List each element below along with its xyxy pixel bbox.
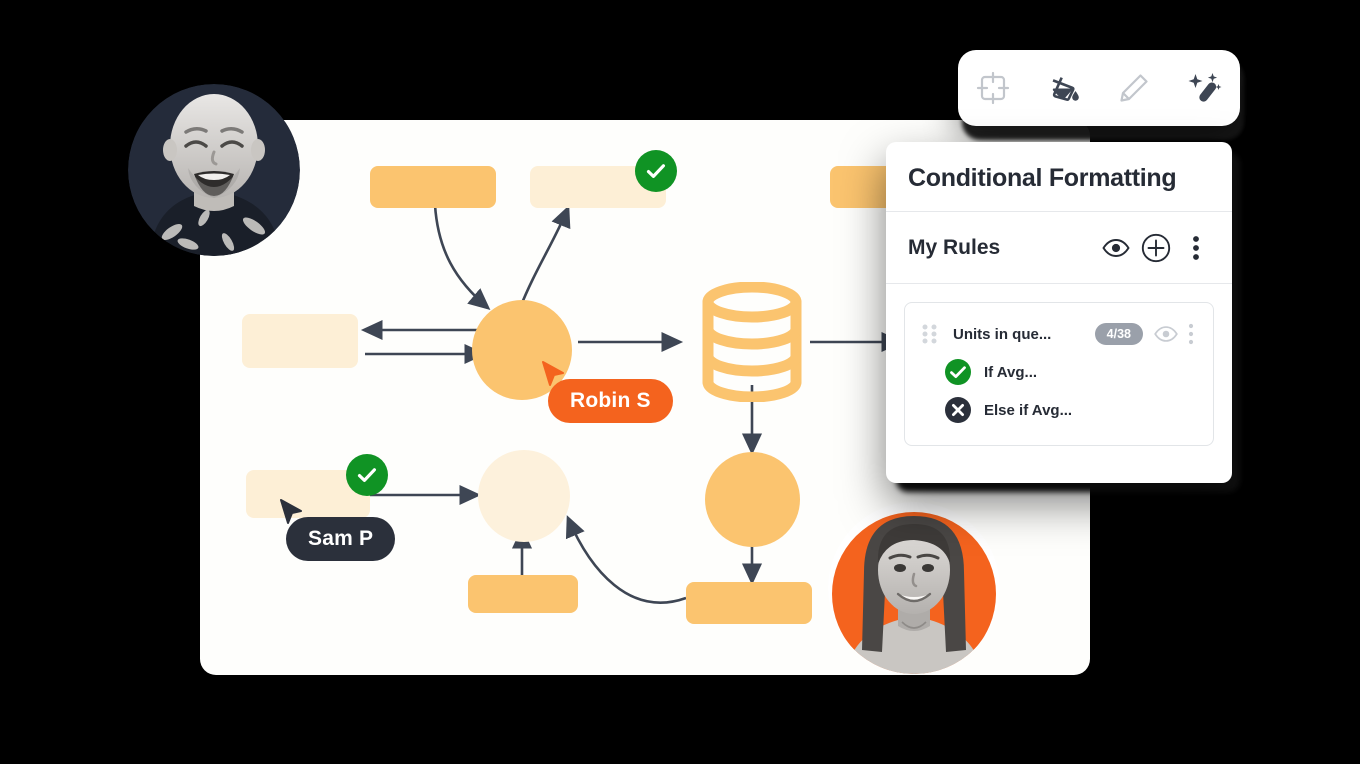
rule-card[interactable]: Units in que... 4/38 [904, 302, 1214, 446]
rule-eye-icon[interactable] [1151, 319, 1181, 349]
approved-badge-top [635, 150, 677, 192]
rule-header-row[interactable]: Units in que... 4/38 [915, 315, 1203, 353]
check-icon [646, 164, 665, 178]
plus-circle-icon[interactable] [1136, 228, 1176, 268]
rule-condition-if[interactable]: If Avg... [915, 353, 1203, 391]
cursor-arrow-icon [542, 361, 564, 386]
node-box-top-left[interactable] [370, 166, 496, 208]
node-box-bottom-left[interactable] [468, 575, 578, 613]
condition-label: If Avg... [984, 363, 1038, 381]
drag-handle-icon[interactable] [917, 323, 943, 345]
avatar-image [828, 502, 1000, 674]
check-icon [357, 468, 376, 482]
conditional-formatting-panel[interactable]: Conditional Formatting My Rules [886, 142, 1232, 483]
condition-label: Else if Avg... [984, 401, 1073, 419]
cursor-label-sam: Sam P [286, 517, 396, 561]
section-label: My Rules [908, 235, 1001, 259]
eye-icon[interactable] [1096, 228, 1136, 268]
pencil-icon[interactable] [1108, 62, 1160, 114]
panel-title: Conditional Formatting [886, 142, 1232, 212]
editor-toolbar[interactable] [958, 50, 1240, 126]
rule-more-vertical-icon[interactable] [1181, 319, 1201, 349]
node-circle-lower-left[interactable] [478, 450, 570, 542]
approved-badge-lower [346, 454, 388, 496]
frame-crosshair-icon[interactable] [967, 62, 1019, 114]
cursor-label-robin: Robin S [548, 379, 673, 423]
more-vertical-icon[interactable] [1176, 228, 1216, 268]
avatar-laughing-man[interactable] [128, 84, 300, 256]
node-box-mid-left[interactable] [242, 314, 358, 368]
cursor-arrow-icon [280, 499, 302, 524]
check-circle-icon [945, 359, 971, 385]
node-box-bottom-right[interactable] [686, 582, 812, 624]
avatar-smiling-woman[interactable] [828, 502, 1000, 674]
panel-section-header: My Rules [886, 212, 1232, 284]
rule-count-badge: 4/38 [1094, 323, 1143, 345]
x-circle-icon [945, 397, 971, 423]
avatar-image [128, 84, 300, 256]
rule-condition-else[interactable]: Else if Avg... [915, 391, 1203, 429]
paint-bucket-icon[interactable] [1038, 62, 1090, 114]
node-database-cylinder[interactable] [698, 282, 806, 402]
rule-name: Units in que... [953, 325, 1052, 343]
magic-wand-icon[interactable] [1179, 62, 1231, 114]
node-circle-lower-right[interactable] [705, 452, 800, 547]
